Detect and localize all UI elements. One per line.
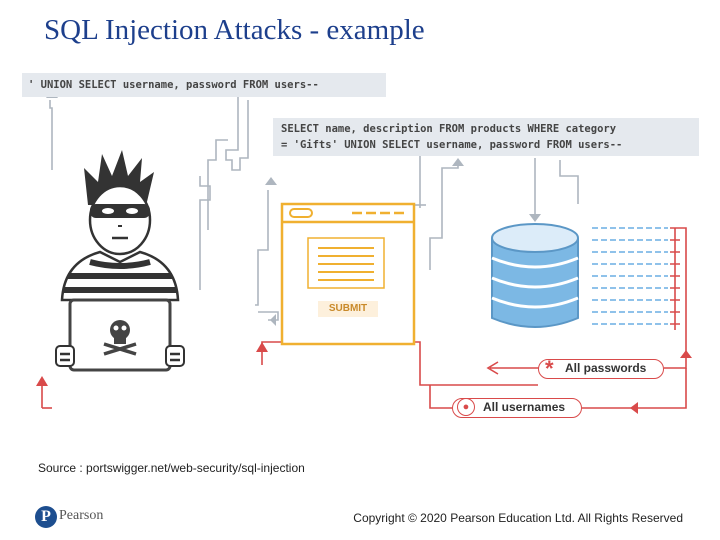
injected-input-code: ' UNION SELECT username, password FROM u… xyxy=(22,73,386,97)
database-icon xyxy=(491,223,579,328)
submit-button: SUBMIT xyxy=(328,303,368,314)
asterisk-icon: * xyxy=(545,356,554,381)
source-citation: Source : portswigger.net/web-security/sq… xyxy=(38,461,305,475)
all-passwords-label: All passwords xyxy=(565,361,647,375)
request-flow-lines xyxy=(46,90,579,326)
pearson-wordmark: Pearson xyxy=(59,508,104,523)
web-form-icon xyxy=(280,202,416,346)
slide-title: SQL Injection Attacks - example xyxy=(44,14,425,46)
all-usernames-label: All usernames xyxy=(483,400,566,414)
data-rows-icon xyxy=(592,227,668,325)
query-line-1: SELECT name, description FROM products W… xyxy=(281,123,617,135)
pearson-p-icon: P xyxy=(35,506,57,528)
copyright-notice: Copyright © 2020 Pearson Education Ltd. … xyxy=(353,511,683,525)
all-passwords-result: * All passwords xyxy=(538,356,664,381)
user-icon: ● xyxy=(457,398,475,416)
resulting-query-code: SELECT name, description FROM products W… xyxy=(273,118,699,156)
query-line-2: = 'Gifts' UNION SELECT username, passwor… xyxy=(281,139,623,151)
hacker-icon xyxy=(60,150,180,302)
laptop-skull-icon xyxy=(55,298,185,372)
all-usernames-result: ● All usernames xyxy=(452,398,582,418)
